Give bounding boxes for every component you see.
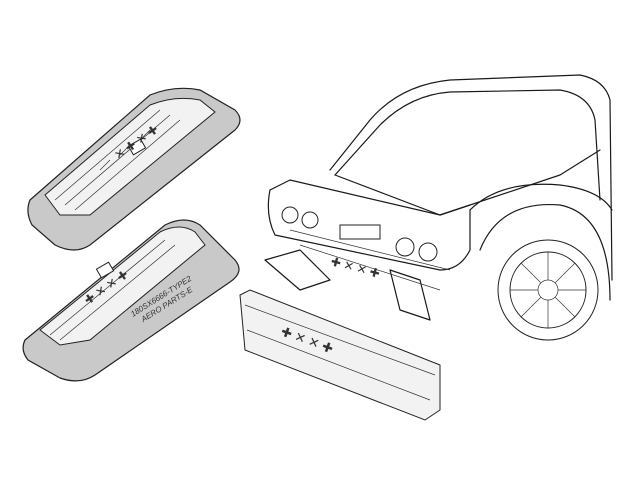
rear-diffuser-part: ✚ ✕ ✕ ✚ (239, 289, 441, 421)
mold-tray-top: ✕ ✚ ✕ ✚ (27, 87, 241, 251)
car-rear: ✚ ✕ ✕ ✚ (264, 74, 613, 341)
svg-text:✚ ✕ ✕ ✚: ✚ ✕ ✕ ✚ (329, 254, 381, 281)
